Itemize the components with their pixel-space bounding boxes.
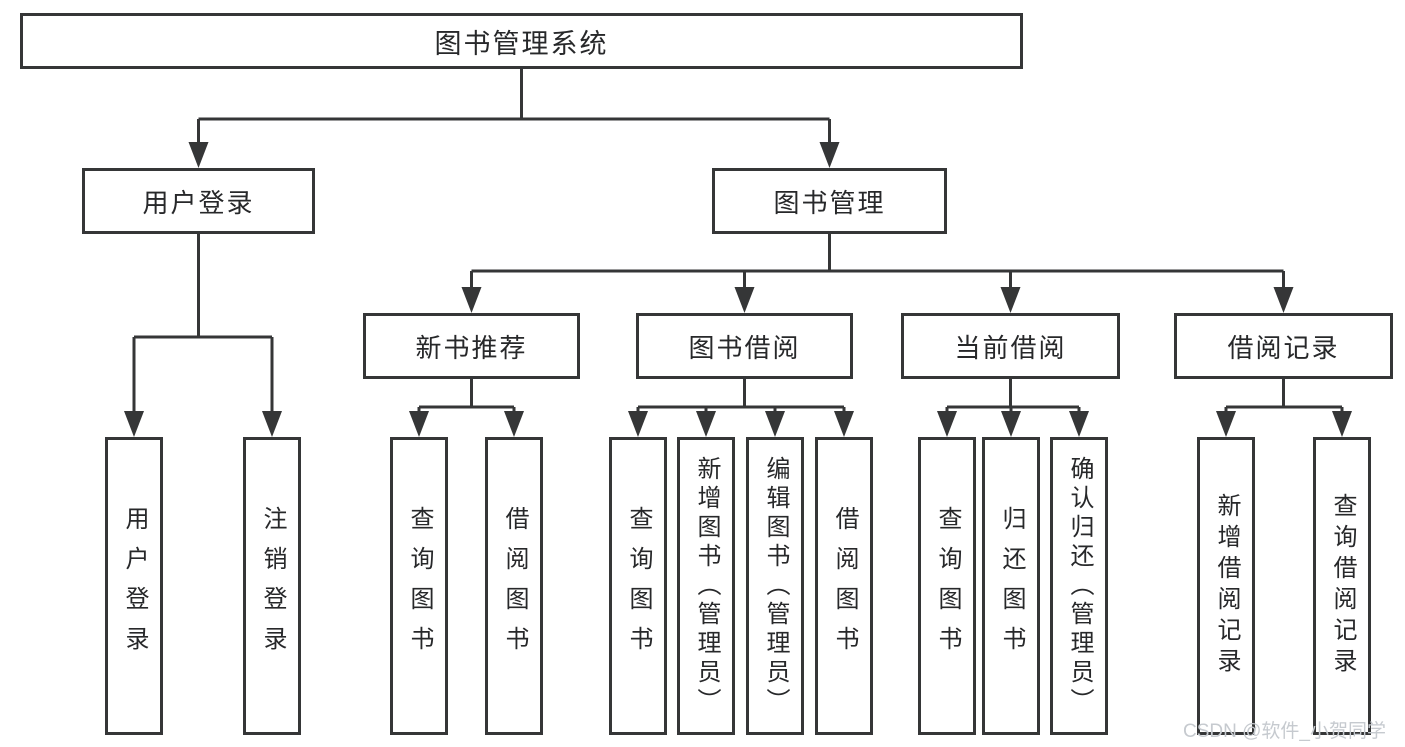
- arrow-down-icon: [124, 411, 144, 437]
- arrow-down-icon: [504, 411, 524, 437]
- leaf-query-book-current: 查询图书: [918, 437, 976, 735]
- arrow-down-icon: [937, 411, 957, 437]
- current-borrow-branch-line: [945, 379, 1081, 413]
- node-root-label: 图书管理系统: [434, 28, 609, 59]
- node-user-login: 用户登录: [82, 168, 315, 234]
- arrow-down-icon: [819, 142, 840, 168]
- arrow-down-icon: [1000, 287, 1021, 313]
- leaf-add-book-admin: 新增图书（管理员）: [677, 437, 735, 735]
- arrow-down-icon: [834, 411, 854, 437]
- node-new-book-recommend: 新书推荐: [363, 313, 580, 379]
- leaf-borrow-book-borrow-label: 借阅图书: [831, 506, 858, 666]
- leaf-query-borrow-record: 查询借阅记录: [1313, 437, 1371, 735]
- arrow-down-icon: [461, 287, 482, 313]
- node-borrow-record: 借阅记录: [1174, 313, 1393, 379]
- leaf-edit-book-admin-label: 编辑图书（管理员）: [762, 455, 789, 717]
- watermark: CSDN @软件_小贺同学: [1183, 721, 1386, 742]
- leaf-add-book-admin-label: 新增图书（管理员）: [693, 455, 720, 717]
- arrow-down-icon: [262, 411, 282, 437]
- leaf-query-book-new: 查询图书: [390, 437, 448, 735]
- leaf-return-book-label: 归还图书: [998, 506, 1025, 666]
- leaf-logout-label: 注销登录: [259, 506, 286, 666]
- node-book-management: 图书管理: [712, 168, 947, 234]
- arrow-down-icon: [734, 287, 755, 313]
- node-current-borrow-label: 当前借阅: [954, 332, 1067, 363]
- arrow-down-icon: [628, 411, 648, 437]
- leaf-logout: 注销登录: [243, 437, 301, 735]
- new-book-branch-line: [417, 379, 516, 413]
- node-current-borrow: 当前借阅: [901, 313, 1120, 379]
- node-book-management-label: 图书管理: [773, 187, 886, 218]
- leaf-add-borrow-record: 新增借阅记录: [1197, 437, 1255, 735]
- leaf-add-borrow-record-label: 新增借阅记录: [1213, 493, 1240, 679]
- node-root-system: 图书管理系统: [20, 13, 1023, 69]
- leaf-borrow-book-new-label: 借阅图书: [501, 506, 528, 666]
- leaf-return-book: 归还图书: [982, 437, 1040, 735]
- arrow-down-icon: [765, 411, 785, 437]
- node-book-borrow: 图书借阅: [636, 313, 853, 379]
- arrow-down-icon: [188, 142, 209, 168]
- node-new-book-recommend-label: 新书推荐: [415, 332, 528, 363]
- leaf-edit-book-admin: 编辑图书（管理员）: [746, 437, 804, 735]
- arrow-down-icon: [1332, 411, 1352, 437]
- book-borrow-branch-line: [636, 379, 846, 413]
- leaf-user-login-label: 用户登录: [121, 506, 148, 666]
- leaf-borrow-book-new: 借阅图书: [485, 437, 543, 735]
- leaf-user-login: 用户登录: [105, 437, 163, 735]
- node-user-login-label: 用户登录: [142, 187, 255, 218]
- arrow-down-icon: [1273, 287, 1294, 313]
- leaf-query-book-borrow-label: 查询图书: [625, 506, 652, 666]
- leaf-borrow-book-borrow: 借阅图书: [815, 437, 873, 735]
- leaf-query-book-current-label: 查询图书: [934, 506, 961, 666]
- node-borrow-record-label: 借阅记录: [1227, 332, 1340, 363]
- arrow-down-icon: [696, 411, 716, 437]
- arrow-down-icon: [409, 411, 429, 437]
- leaf-confirm-return-admin: 确认归还（管理员）: [1050, 437, 1108, 735]
- root-to-level2-line: [197, 69, 831, 144]
- arrow-down-icon: [1001, 411, 1021, 437]
- book-management-branch-line: [470, 234, 1285, 289]
- user-login-branch-line: [132, 234, 274, 413]
- leaf-query-book-borrow: 查询图书: [609, 437, 667, 735]
- node-book-borrow-label: 图书借阅: [688, 332, 801, 363]
- leaf-confirm-return-admin-label: 确认归还（管理员）: [1066, 455, 1093, 717]
- arrow-down-icon: [1216, 411, 1236, 437]
- borrow-record-branch-line: [1224, 379, 1344, 413]
- arrow-down-icon: [1069, 411, 1089, 437]
- leaf-query-borrow-record-label: 查询借阅记录: [1329, 493, 1356, 679]
- leaf-query-book-new-label: 查询图书: [406, 506, 433, 666]
